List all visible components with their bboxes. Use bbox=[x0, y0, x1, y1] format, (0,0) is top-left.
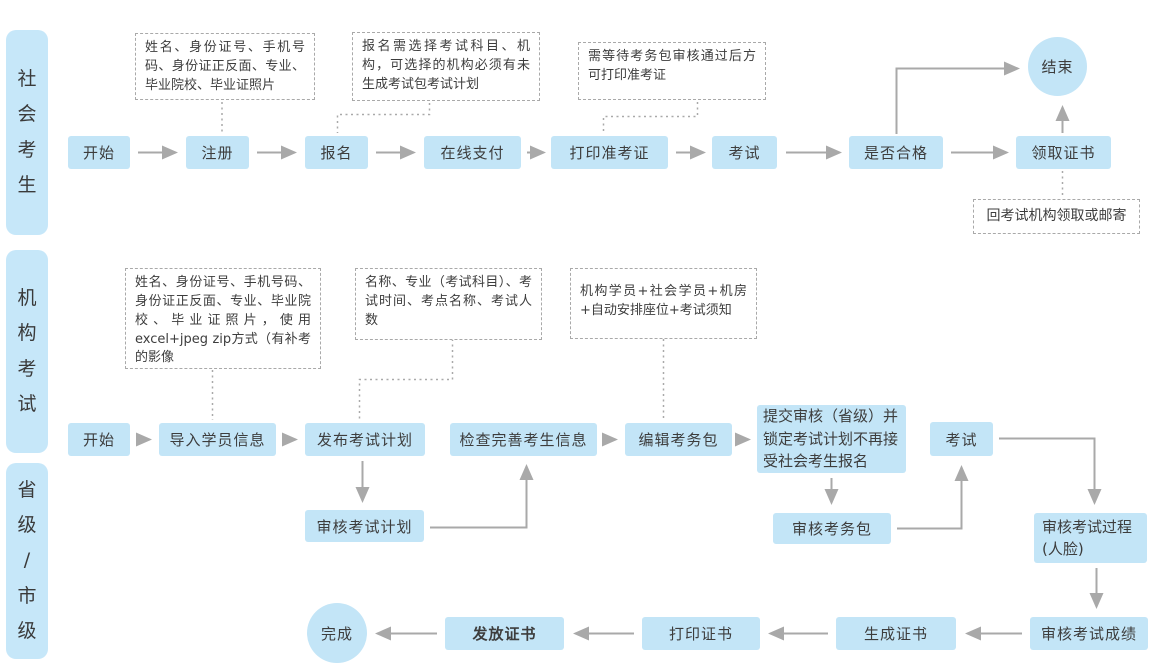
node-generate-cert: 生成证书 bbox=[836, 617, 956, 650]
note-import-fields: 姓名、身份证号、手机号码、身份证正反面、专业、毕业院校、毕业证照片，使用exce… bbox=[125, 268, 321, 369]
arrow-reviewplan-check bbox=[430, 464, 534, 529]
note-signup-rule: 报名需选择考试科目、机构，可选择的机构必须有未生成考试包考试计划 bbox=[352, 32, 540, 101]
node-pay-online: 在线支付 bbox=[424, 136, 521, 169]
node-org-exam: 考试 bbox=[930, 422, 993, 456]
node-social-start: 开始 bbox=[68, 136, 130, 169]
node-gov-done: 完成 bbox=[307, 603, 367, 663]
dotted-note-signup bbox=[336, 103, 431, 133]
node-pass-check: 是否合格 bbox=[849, 136, 943, 169]
note-pack-contents: 机构学员+社会学员+机房+自动安排座位+考试须知 bbox=[570, 268, 757, 339]
node-print-ticket: 打印准考证 bbox=[551, 136, 668, 169]
node-get-cert: 领取证书 bbox=[1016, 136, 1111, 169]
node-org-start: 开始 bbox=[68, 423, 130, 456]
node-review-score: 审核考试成绩 bbox=[1030, 617, 1148, 650]
node-review-plan: 审核考试计划 bbox=[305, 510, 424, 542]
node-signup: 报名 bbox=[305, 136, 368, 169]
note-cert-delivery: 回考试机构领取或邮寄 bbox=[973, 199, 1140, 234]
arrow-exam-reviewprocess bbox=[999, 437, 1102, 505]
node-import-students: 导入学员信息 bbox=[159, 423, 276, 456]
note-register-fields: 姓名、身份证号、手机号码、身份证正反面、专业、毕业院校、毕业证照片 bbox=[135, 33, 315, 100]
note-publish-fields: 名称、专业（考试科目）、考试时间、考点名称、考试人数 bbox=[355, 268, 542, 340]
node-print-cert: 打印证书 bbox=[642, 617, 760, 650]
arrow-reviewpack-exam bbox=[897, 465, 969, 530]
node-review-pack: 审核考务包 bbox=[773, 513, 891, 544]
node-register: 注册 bbox=[186, 136, 249, 169]
lane-label-gov: 省 级 / 市 级 bbox=[6, 463, 48, 659]
node-social-exam: 考试 bbox=[712, 136, 777, 169]
node-edit-pack: 编辑考务包 bbox=[625, 423, 732, 456]
node-review-process: 审核考试过程(人脸) bbox=[1034, 513, 1147, 563]
lane-label-social: 社 会 考 生 bbox=[6, 30, 48, 235]
node-submit-review: 提交审核（省级）并锁定考试计划不再接受社会考生报名 bbox=[757, 405, 906, 473]
dotted-note-print bbox=[602, 102, 699, 133]
arrow-pass-end bbox=[895, 61, 1020, 134]
lane-label-org: 机 构 考 试 bbox=[6, 250, 48, 453]
dotted-note-publish bbox=[358, 339, 454, 420]
node-publish-plan: 发布考试计划 bbox=[305, 423, 425, 456]
note-print-rule: 需等待考务包审核通过后方可打印准考证 bbox=[578, 42, 766, 100]
node-social-end: 结束 bbox=[1028, 37, 1087, 96]
node-issue-cert: 发放证书 bbox=[445, 617, 564, 650]
node-check-info: 检查完善考生信息 bbox=[450, 423, 597, 456]
